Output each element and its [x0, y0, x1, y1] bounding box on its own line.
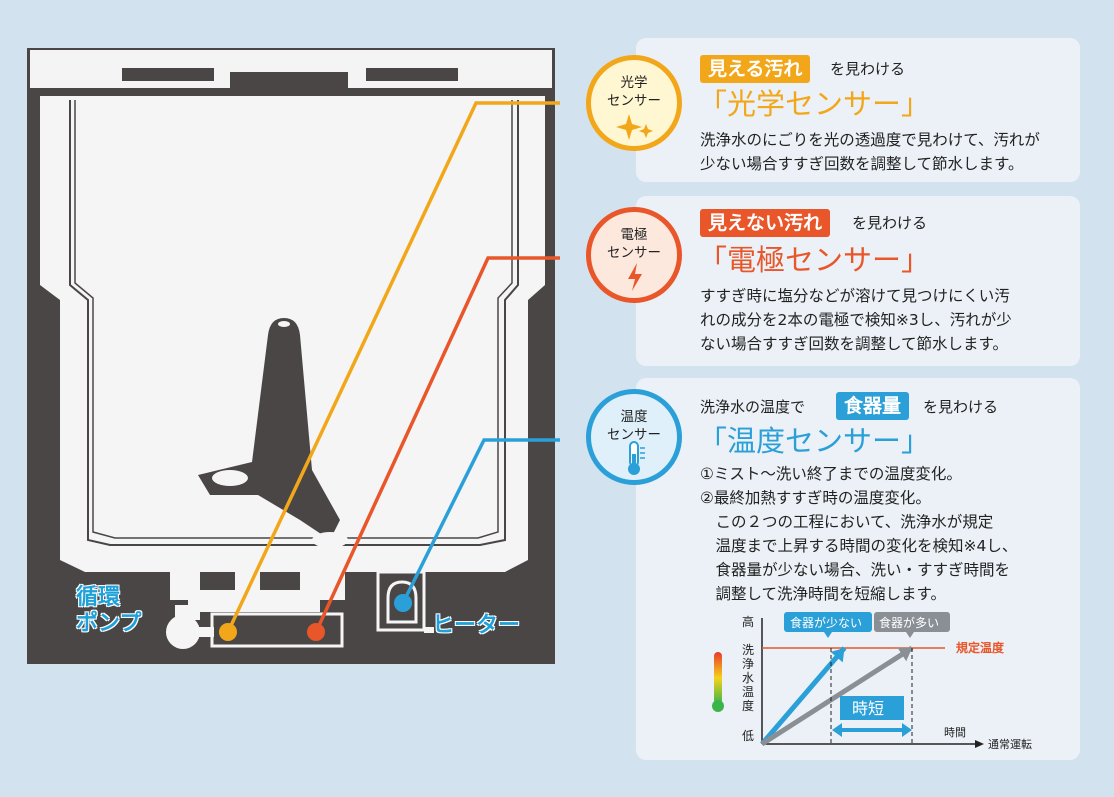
y-axis-label-char: 浄 [742, 657, 754, 671]
thermometer-icon [628, 441, 645, 475]
series-arrowhead-1 [897, 647, 912, 662]
temperature-sensor-dot [394, 594, 412, 612]
threshold-label: 規定温度 [956, 640, 1005, 655]
temperature-sensor-tag: 食器量 [836, 392, 910, 420]
large-load-pointer [906, 632, 914, 638]
optical-sensor-circle: 光学 センサー [586, 55, 682, 151]
optical-sensor-tag-note: を見わける [830, 60, 906, 78]
temperature-sensor-circle-label: 温度 センサー [607, 409, 661, 443]
series-line-1 [760, 645, 914, 747]
lightning-icon [628, 263, 642, 291]
temperature-sensor-description: ①ミスト〜洗い終了までの温度変化。 ②最終加熱すすぎ時の温度変化。 この２つの工… [700, 465, 1018, 603]
y-axis-label-char: 温 [742, 685, 754, 699]
spray-hole-1 [212, 470, 248, 486]
small-load-pointer [824, 632, 832, 638]
time-saving-arrowhead-left [832, 723, 842, 737]
y-axis-label-char: 洗 [742, 643, 754, 657]
heater-link [424, 627, 434, 633]
time-saving-arrowhead-right [902, 723, 912, 737]
temperature-sensor-tag-prefix: 洗浄水の温度で [700, 398, 806, 416]
electrode-sensor-tag-note: を見わける [852, 214, 928, 232]
y-axis-label-char: 度 [742, 698, 754, 713]
pump-neck [175, 605, 191, 619]
y-high-label: 高 [742, 614, 754, 629]
optical-sensor-dot [219, 623, 237, 641]
electrode-sensor-title: 「電極センサー」 [698, 243, 931, 277]
electrode-sensor-circle: 電極 センサー [586, 207, 682, 303]
electrode-sensor-line [314, 256, 560, 633]
temperature-sensor-circle: 温度 センサー [586, 389, 682, 485]
optical-sensor-circle-label: 光学 センサー [607, 75, 661, 109]
temperature-sensor-line [401, 438, 560, 604]
time-saving-label: 時短 [852, 699, 884, 718]
pump-circle [166, 615, 200, 649]
x-axis-label: 時間 [944, 726, 966, 739]
sump [170, 572, 345, 620]
optical-sensor-title: 「光学センサー」 [698, 87, 931, 121]
optical-sensor-description: 洗浄水のにごりを光の透過度で見わけて、汚れが 少ない場合すすぎ回数を調整して節水… [700, 131, 1040, 173]
temperature-sensor-tag-note: を見わける [923, 398, 999, 416]
spray-hole-2 [312, 532, 348, 548]
small-load-label: 食器が少ない [790, 615, 862, 630]
heater-label: ヒーター [432, 613, 521, 638]
y-axis-label-char: 水 [742, 671, 754, 685]
nozzle-top [278, 321, 290, 327]
pump-link [198, 627, 214, 637]
electrode-sensor-description: すすぎ時に塩分などが溶けて見つけにくい汚 れの成分を2本の電極で検知※3し、汚れ… [700, 287, 1012, 353]
electrode-sensor-dot [307, 623, 325, 641]
chart-thermometer-icon [712, 652, 724, 712]
large-load-label: 食器が多い [879, 615, 939, 630]
large-load-box [874, 612, 950, 632]
electrode-sensor-circle-label: 電極 センサー [607, 227, 661, 261]
x-axis-arrow [975, 740, 984, 748]
temperature-sensor-title: 「温度センサー」 [698, 424, 931, 458]
series-arrowhead-0 [830, 648, 845, 663]
sparkle-icon [616, 114, 653, 140]
heater-box [376, 570, 426, 632]
top-slot-1 [122, 68, 214, 81]
optical-sensor-line [226, 101, 560, 633]
inner-tub-line-2 [74, 100, 513, 539]
electrode-sensor-tag: 見えない汚れ [700, 209, 831, 237]
dishwasher-diagram [27, 48, 560, 664]
inner-tub-line [69, 100, 519, 546]
time-saving-box [840, 696, 904, 720]
series-line-0 [760, 646, 847, 746]
top-slot-2 [230, 72, 348, 88]
pump-label: 循環 ポンプ [76, 585, 142, 636]
top-slot-3 [366, 68, 458, 81]
heater-coil [386, 580, 418, 624]
x-axis-note: 通常運転 [988, 738, 1032, 751]
optical-sensor-tag: 見える汚れ [700, 55, 811, 83]
small-load-box [784, 612, 872, 632]
y-low-label: 低 [742, 729, 754, 743]
